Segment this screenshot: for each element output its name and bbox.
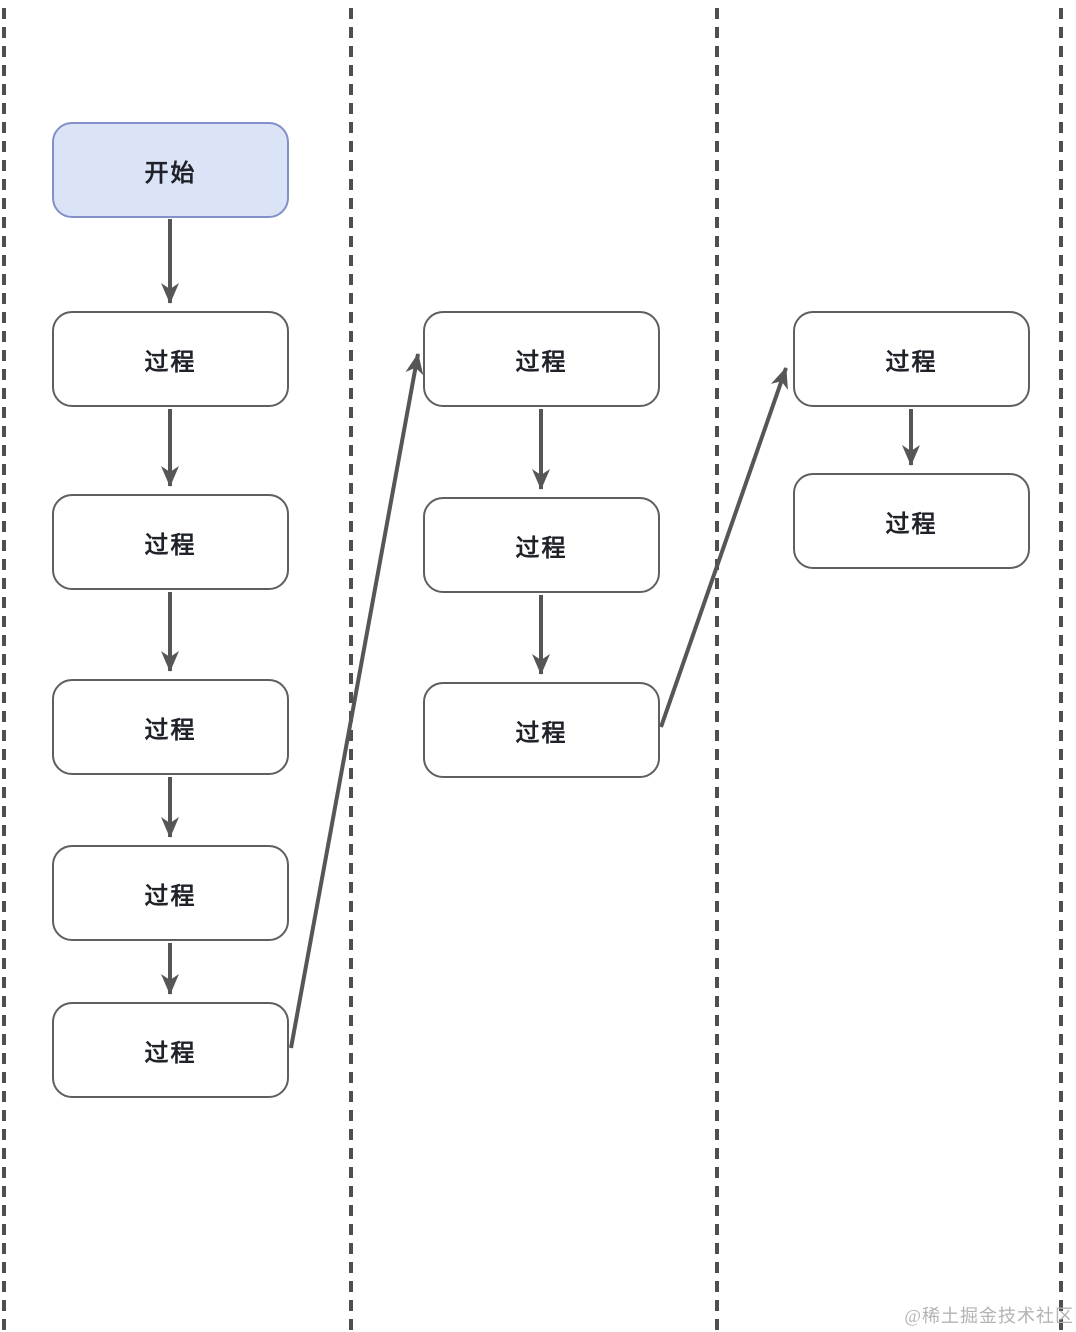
- process-node-label: 过程: [885, 348, 938, 376]
- process-node-label: 过程: [515, 719, 568, 747]
- process-node-col1-1: 过程: [52, 311, 289, 407]
- process-node-label: 过程: [144, 531, 197, 559]
- process-node-label: 过程: [144, 716, 197, 744]
- process-node-label: 过程: [515, 348, 568, 376]
- process-node-label: 过程: [144, 1039, 197, 1067]
- arrow-col2-3-to-col3-1: [659, 367, 788, 728]
- process-node-label: 过程: [885, 510, 938, 538]
- start-node-label: 开始: [144, 159, 197, 187]
- process-node-label: 过程: [144, 882, 197, 910]
- watermark: @稀土掘金技术社区: [904, 1306, 1074, 1326]
- process-node-col3-1: 过程: [793, 311, 1030, 407]
- process-node-label: 过程: [144, 348, 197, 376]
- arrow-col1-5-to-col2-1: [289, 353, 424, 1049]
- process-node-col2-2: 过程: [423, 497, 660, 593]
- process-node-label: 过程: [515, 534, 568, 562]
- process-node-col1-2: 过程: [52, 494, 289, 590]
- process-node-col1-5: 过程: [52, 1002, 289, 1098]
- process-node-col2-1: 过程: [423, 311, 660, 407]
- process-node-col3-2: 过程: [793, 473, 1030, 569]
- process-node-col1-3: 过程: [52, 679, 289, 775]
- process-node-col2-3: 过程: [423, 682, 660, 778]
- start-node: 开始: [52, 122, 289, 218]
- process-node-col1-4: 过程: [52, 845, 289, 941]
